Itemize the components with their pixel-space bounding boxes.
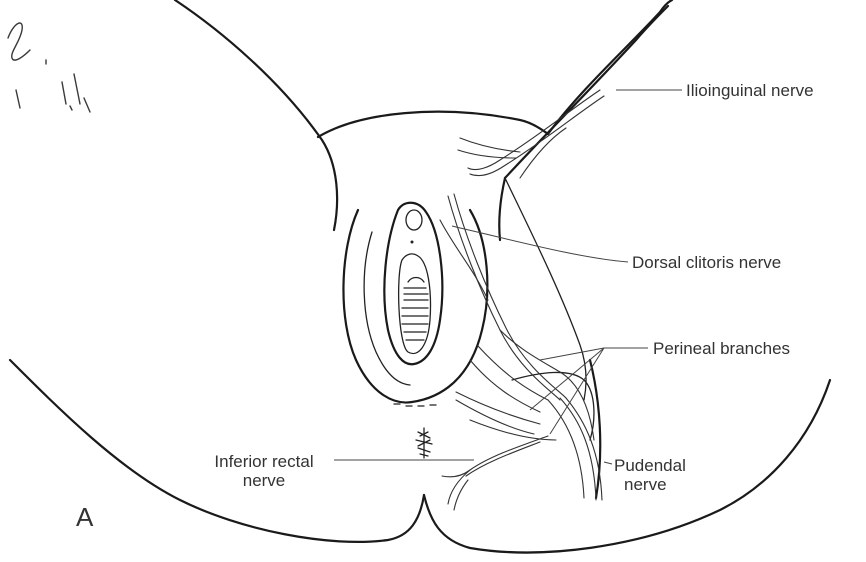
panel-letter: A (76, 502, 93, 533)
label-pudendal-line1: Pudendal (614, 456, 686, 475)
label-pudendal-line2: nerve (614, 475, 686, 494)
label-perineal-branches: Perineal branches (653, 339, 790, 358)
label-inferior-rectal-line2: nerve (196, 471, 332, 490)
nerve-network (440, 90, 604, 510)
anus (416, 428, 432, 458)
label-inferior-rectal-line1: Inferior rectal (196, 452, 332, 471)
vaginal-rugae (402, 278, 428, 341)
handwritten-marks (8, 23, 90, 112)
leader-dorsal-clitoris (452, 226, 628, 262)
leader-lines (334, 90, 682, 464)
label-inferior-rectal-nerve: Inferior rectal nerve (196, 452, 332, 490)
leader-perineal-a (540, 348, 604, 360)
label-pudendal-nerve: Pudendal nerve (614, 456, 686, 494)
label-dorsal-clitoris-nerve: Dorsal clitoris nerve (632, 253, 781, 272)
label-ilioinguinal-nerve: Ilioinguinal nerve (686, 81, 814, 100)
leader-pudendal (604, 462, 612, 464)
